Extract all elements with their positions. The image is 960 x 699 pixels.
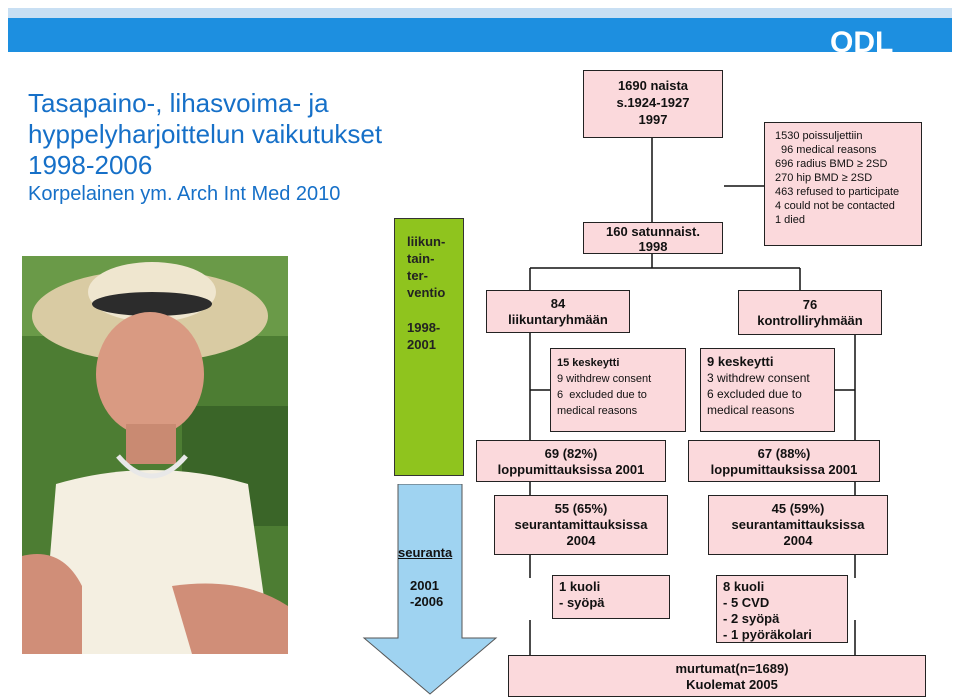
- odl-logo-icon: ODL: [830, 26, 893, 54]
- photo-illustration: [22, 256, 288, 654]
- header-stripe: [8, 8, 952, 18]
- title-line-1: Tasapaino-, lihasvoima- ja: [28, 88, 329, 118]
- exercise-deaths-cause: - syöpä: [559, 595, 605, 610]
- exercise-final-count: 69 (82%): [544, 446, 598, 461]
- exercise-final-box: 69 (82%) loppumittauksissa 2001: [476, 440, 666, 482]
- control-label: kontrolliryhmään: [757, 313, 863, 328]
- exercise-deaths-box: 1 kuoli - syöpä: [552, 575, 670, 619]
- registry-box: murtumat(n=1689) Kuolemat 2005: [508, 655, 926, 697]
- exercise-dropout-line-1: 9 withdrew consent: [557, 373, 652, 385]
- exercise-final-label: loppumittauksissa 2001: [497, 462, 645, 477]
- title-line-3: 1998-2006: [28, 150, 153, 180]
- exercise-label: liikuntaryhmään: [508, 312, 608, 327]
- followup-years-2: -2006: [410, 594, 444, 609]
- control-followup-label: seurantamittauksissa: [731, 517, 865, 532]
- intervention-years-1: 1998-: [407, 320, 441, 335]
- exercise-followup-label: seurantamittauksissa: [514, 517, 648, 532]
- control-final-box: 67 (88%) loppumittauksissa 2001: [688, 440, 880, 482]
- control-final-count: 67 (88%): [757, 446, 811, 461]
- control-final-label: loppumittauksissa 2001: [710, 462, 858, 477]
- followup-years: 2001 -2006: [410, 578, 443, 610]
- start-line-3: 1997: [638, 112, 668, 127]
- title-line-2: hyppelyharjoittelun vaikutukset: [28, 119, 383, 149]
- control-followup-year: 2004: [783, 533, 813, 548]
- exercise-followup-count: 55 (65%): [554, 501, 608, 516]
- randomized-line-2: 1998: [638, 239, 668, 254]
- exercise-followup-year: 2004: [566, 533, 596, 548]
- control-deaths-box: 8 kuoli - 5 CVD - 2 syöpä - 1 pyöräkolar…: [716, 575, 848, 643]
- page-title: Tasapaino-, lihasvoima- ja hyppelyharjoi…: [28, 88, 382, 207]
- exercise-dropout-box: 15 keskeytti 9 withdrew consent 6 exclud…: [550, 348, 686, 432]
- excluded-line-6: 1 died: [775, 214, 805, 226]
- subtitle: Korpelainen ym. Arch Int Med 2010: [28, 183, 341, 205]
- control-deaths-cause-3: - 1 pyöräkolari: [723, 627, 812, 642]
- followup-years-1: 2001: [410, 578, 439, 593]
- exercise-dropout-line-2: 6 excluded due to: [557, 389, 647, 401]
- exercise-dropout-line-3: medical reasons: [557, 405, 638, 417]
- excluded-box: 1530 poissuljettiin 96 medical reasons 6…: [764, 122, 922, 246]
- control-dropout-box: 9 keskeytti 3 withdrew consent 6 exclude…: [700, 348, 835, 432]
- photo-elderly-woman: [22, 256, 288, 654]
- registry-deaths: Kuolemat 2005: [686, 677, 778, 692]
- exercise-count: 84: [550, 296, 566, 311]
- followup-arrow-icon: [362, 484, 498, 695]
- intervention-label-2: tain-: [407, 251, 435, 266]
- control-followup-count: 45 (59%): [771, 501, 825, 516]
- control-dropout-title: 9 keskeytti: [707, 354, 774, 369]
- start-line-2: s.1924-1927: [616, 95, 690, 110]
- exercise-followup-box: 55 (65%) seurantamittauksissa 2004: [494, 495, 668, 555]
- exercise-deaths-count: 1 kuoli: [559, 579, 601, 594]
- intervention-bar: liikun- tain- ter- ventio 1998- 2001: [394, 218, 464, 476]
- excluded-line-5: 4 could not be contacted: [775, 200, 895, 212]
- exercise-dropout-title: 15 keskeytti: [557, 357, 620, 369]
- intervention-label-4: ventio: [407, 285, 446, 300]
- intervention-label-1: liikun-: [407, 234, 446, 249]
- control-dropout-line-3: medical reasons: [707, 403, 795, 417]
- control-deaths-cause-1: - 5 CVD: [723, 595, 770, 610]
- excluded-line-1: 96 medical reasons: [781, 144, 877, 156]
- intervention-years-2: 2001: [407, 337, 436, 352]
- control-followup-box: 45 (59%) seurantamittauksissa 2004: [708, 495, 888, 555]
- logo-text: ODL: [830, 26, 893, 54]
- registry-fractures: murtumat(n=1689): [675, 661, 789, 676]
- excluded-line-3: 270 hip BMD ≥ 2SD: [775, 172, 873, 184]
- control-count: 76: [802, 297, 818, 312]
- randomized-line-1: 160 satunnaist.: [606, 224, 700, 239]
- excluded-line-4: 463 refused to participate: [775, 186, 900, 198]
- control-dropout-line-1: 3 withdrew consent: [707, 371, 810, 385]
- control-deaths-cause-2: - 2 syöpä: [723, 611, 780, 626]
- control-group-box: 76 kontrolliryhmään: [738, 290, 882, 335]
- intervention-label-3: ter-: [407, 268, 428, 283]
- start-population-box: 1690 naista s.1924-1927 1997: [583, 70, 723, 138]
- excluded-line-2: 696 radius BMD ≥ 2SD: [775, 158, 888, 170]
- control-deaths-count: 8 kuoli: [723, 579, 765, 594]
- start-line-1: 1690 naista: [617, 78, 689, 93]
- randomized-box: 160 satunnaist. 1998: [583, 222, 723, 254]
- excluded-title: 1530 poissuljettiin: [775, 130, 863, 142]
- followup-label: seuranta: [398, 545, 453, 560]
- control-dropout-line-2: 6 excluded due to: [707, 387, 802, 401]
- exercise-group-box: 84 liikuntaryhmään: [486, 290, 630, 333]
